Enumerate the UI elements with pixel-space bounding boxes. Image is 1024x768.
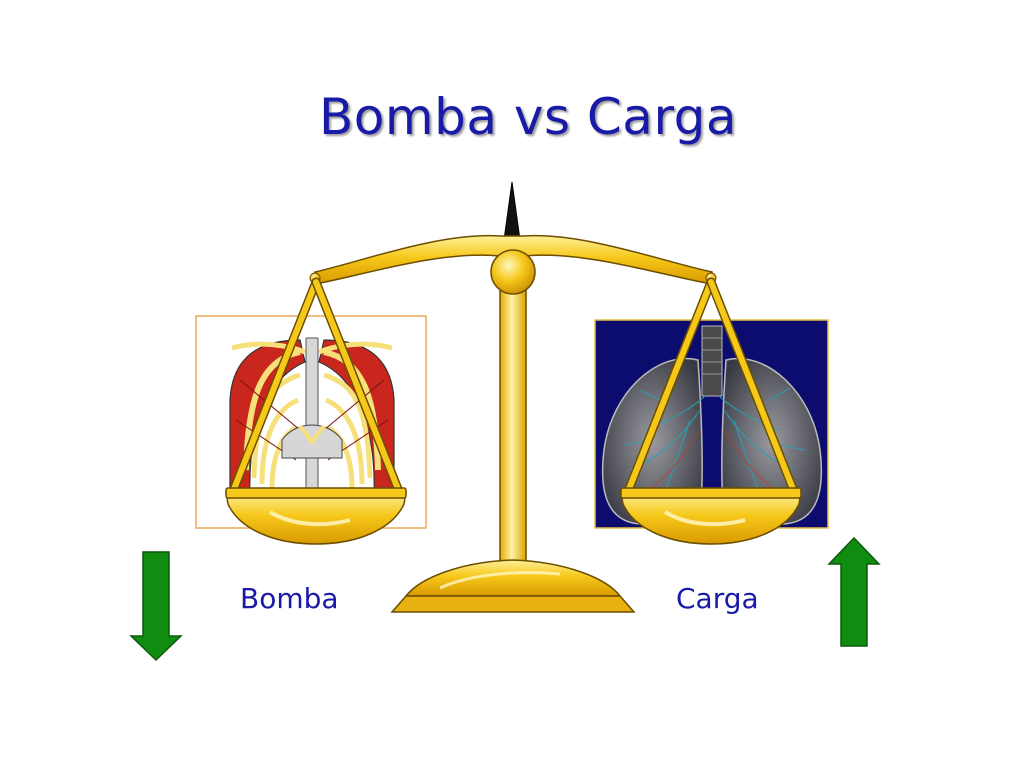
right-scale-pan	[620, 487, 802, 545]
arrow-down-icon	[129, 551, 183, 662]
left-scale-pan	[225, 487, 407, 545]
label-carga: Carga	[676, 582, 759, 615]
arrow-up-icon	[827, 536, 881, 647]
label-bomba: Bomba	[240, 582, 339, 615]
slide-title: Bomba vs Carga	[318, 88, 737, 146]
balance-scale-icon	[225, 181, 802, 613]
